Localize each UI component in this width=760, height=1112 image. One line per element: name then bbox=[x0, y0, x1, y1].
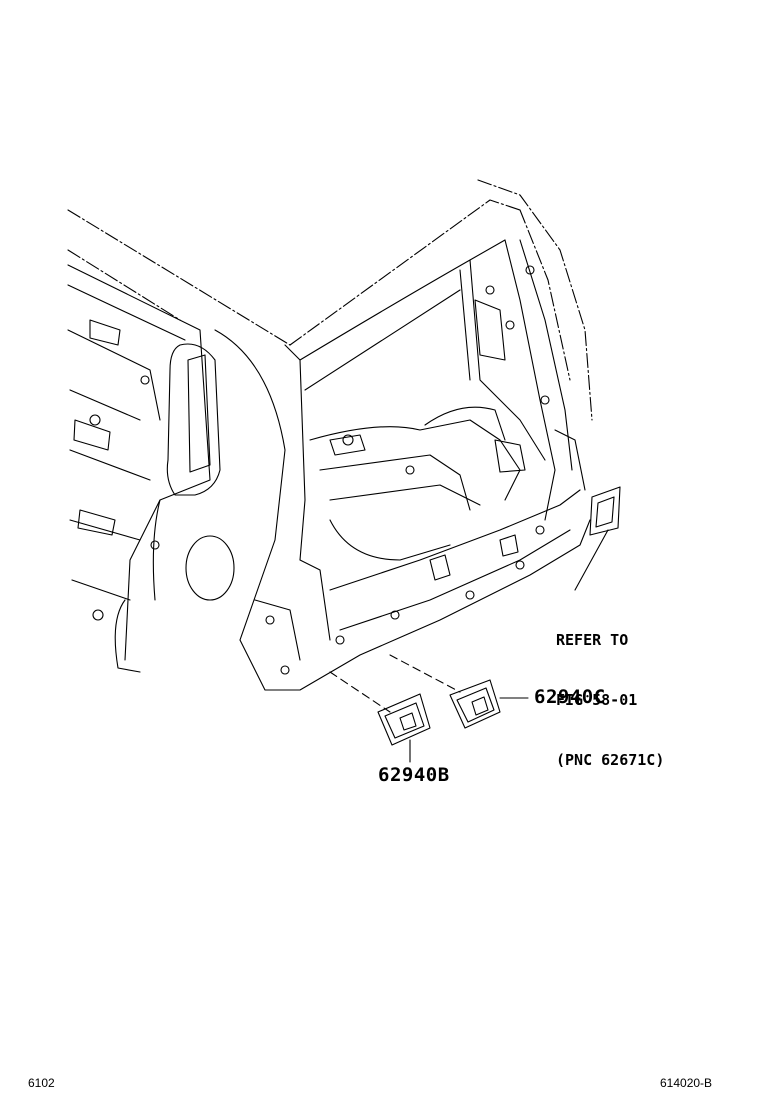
refer-line-2: FIG 58-01 bbox=[556, 691, 638, 709]
part-number-62940c: 62940C bbox=[534, 686, 606, 708]
footer-left-code: 6102 bbox=[28, 1076, 55, 1090]
part-62940c bbox=[449, 679, 501, 729]
refer-note: REFER TO FIG 58-01 (PNC 62671C) bbox=[556, 590, 664, 790]
part-62671c bbox=[589, 486, 621, 536]
lower-rear-panel bbox=[239, 429, 591, 691]
part-62940b bbox=[377, 693, 431, 746]
left-side-panel bbox=[67, 264, 286, 673]
footer-right-code: 614020-B bbox=[660, 1076, 713, 1090]
body-outline bbox=[67, 179, 593, 421]
rear-opening bbox=[284, 239, 573, 561]
refer-line-3: (PNC 62671C) bbox=[556, 751, 665, 769]
lead-lines-dashed bbox=[329, 654, 461, 713]
leader-lines bbox=[409, 529, 609, 763]
refer-line-1: REFER TO bbox=[556, 631, 629, 649]
cargo-floor bbox=[309, 406, 526, 561]
part-number-62940b: 62940B bbox=[378, 764, 450, 786]
